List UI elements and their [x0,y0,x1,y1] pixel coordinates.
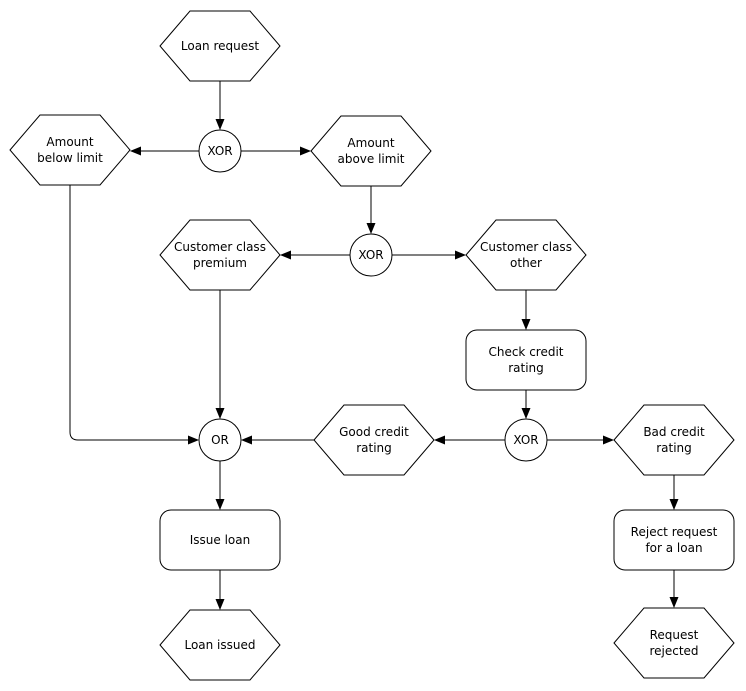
connector-circle [198,129,242,173]
node-label: rating [656,441,692,455]
event-hexagon [9,114,131,186]
function-rounded-rect [159,509,281,571]
node-good-credit-rating: Good credit rating [313,404,435,476]
connector-circle [198,418,242,462]
node-label: XOR [513,433,538,447]
node-label: above limit [337,152,404,166]
function-rounded-rect [465,329,587,391]
connector-circle [349,233,393,277]
node-check-credit-rating: Check credit rating [465,329,587,391]
node-label: Amount [347,136,394,150]
event-hexagon [613,607,735,679]
node-label: OR [211,433,229,447]
event-hexagon [465,219,587,291]
node-request-rejected: Request rejected [613,607,735,679]
node-label: Issue loan [190,533,250,547]
event-hexagon [159,10,281,82]
connector-circle [504,418,548,462]
node-label: Good credit [339,425,409,439]
node-label: Request [650,628,699,642]
node-label: Reject request [631,525,718,539]
node-label: Loan request [181,39,260,53]
function-rounded-rect [613,509,735,571]
node-xor-1: XOR [198,129,242,173]
node-label: for a loan [645,541,702,555]
node-label: premium [193,256,247,270]
node-reject-request: Reject request for a loan [613,509,735,571]
node-customer-class-other: Customer class other [465,219,587,291]
node-label: Loan issued [184,638,255,652]
event-hexagon [313,404,435,476]
event-hexagon [613,404,735,476]
node-label: Customer class [174,240,266,254]
node-xor-3: XOR [504,418,548,462]
edge-amount-below-limit-to-or-1 [69,185,199,445]
event-hexagon [159,219,281,291]
node-loan-request: Loan request [159,10,281,82]
node-label: Amount [46,135,93,149]
node-xor-2: XOR [349,233,393,277]
node-bad-credit-rating: Bad credit rating [613,404,735,476]
node-label: below limit [37,151,103,165]
node-amount-above-limit: Amount above limit [310,115,432,187]
node-issue-loan: Issue loan [159,509,281,571]
node-label: Bad credit [643,425,705,439]
node-label: XOR [207,144,232,158]
event-hexagon [310,115,432,187]
node-label: Customer class [480,240,572,254]
node-label: XOR [358,248,383,262]
node-label: other [510,256,542,270]
node-label: rating [508,361,544,375]
node-amount-below-limit: Amount below limit [9,114,131,186]
node-label: rating [356,441,392,455]
node-or-1: OR [198,418,242,462]
event-hexagon [159,609,281,681]
node-label: rejected [649,644,698,658]
node-loan-issued: Loan issued [159,609,281,681]
node-label: Check credit [488,345,563,359]
node-customer-class-premium: Customer class premium [159,219,281,291]
